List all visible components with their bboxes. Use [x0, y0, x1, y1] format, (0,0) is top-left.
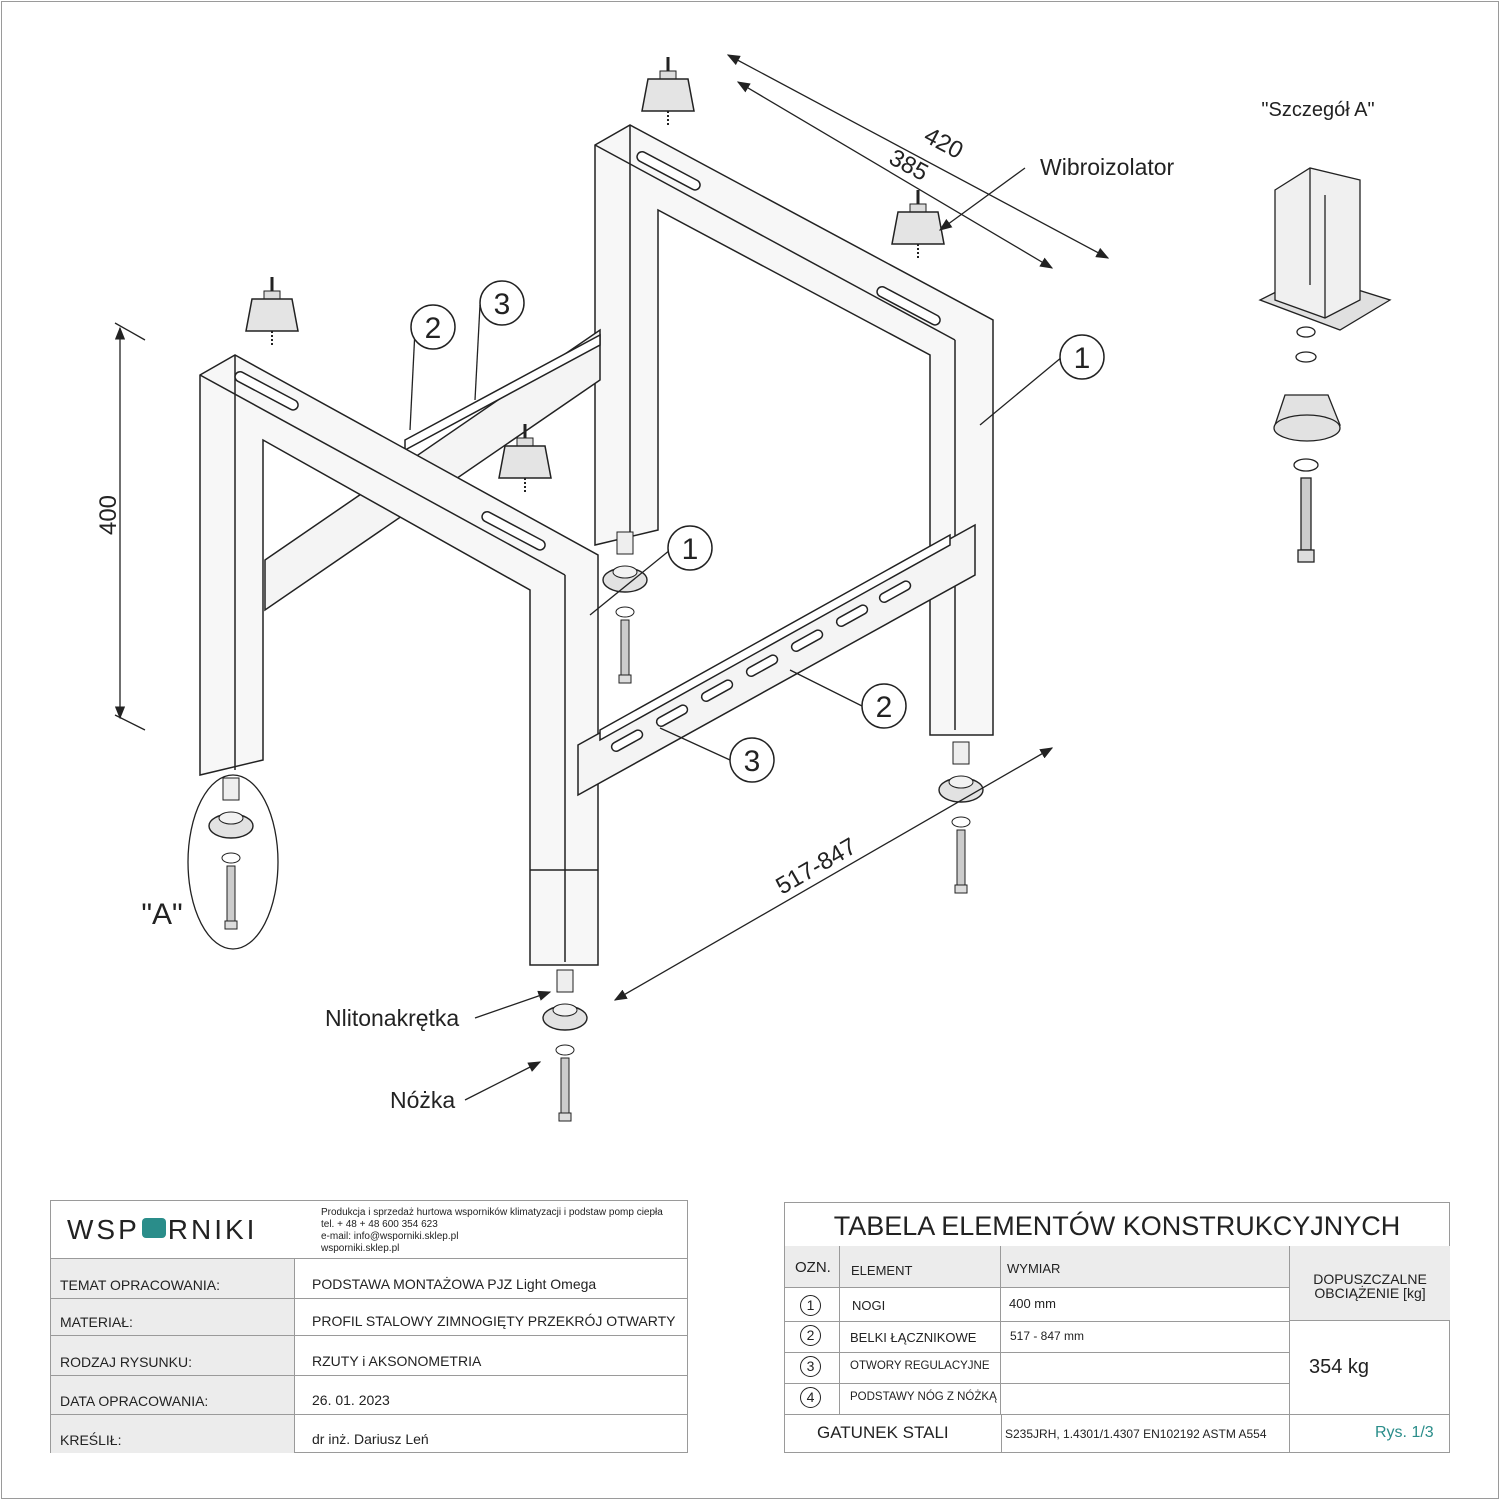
label-nozka: Nóżka	[390, 1087, 455, 1113]
label-detail-marker: "A"	[141, 898, 182, 931]
row-wymiar: 400 mm	[1009, 1296, 1056, 1311]
callout-3: 3	[494, 288, 511, 321]
callouts	[410, 280, 1105, 783]
contact-phone: tel. + 48 + 48 600 354 623	[321, 1219, 438, 1230]
label-detail-title: "Szczegół A"	[1261, 99, 1374, 121]
table-row: 1	[800, 1295, 821, 1316]
callout-3: 3	[744, 745, 761, 778]
company-contact: Produkcja i sprzedaż hurtowa wsporników …	[317, 1201, 663, 1258]
row-value: PROFIL STALOWY ZIMNOGIĘTY PRZEKRÓJ OTWAR…	[312, 1313, 676, 1329]
table-row: 2	[800, 1325, 821, 1346]
elements-table: TABELA ELEMENTÓW KONSTRUKCYJNYCH OZN. EL…	[784, 1202, 1450, 1453]
row-label: KREŚLIŁ:	[51, 1415, 295, 1453]
table-title: TABELA ELEMENTÓW KONSTRUKCYJNYCH	[785, 1203, 1449, 1247]
dimension-lines	[114, 54, 1110, 1101]
front-beam	[577, 523, 976, 797]
row-value: PODSTAWA MONTAŻOWA PJZ Light Omega	[312, 1276, 597, 1292]
callout-1: 1	[1074, 342, 1091, 375]
callout-2: 2	[876, 691, 893, 724]
row-label: TEMAT OPRACOWANIA:	[51, 1259, 295, 1298]
title-row-topic: TEMAT OPRACOWANIA: PODSTAWA MONTAŻOWA PJZ…	[51, 1259, 687, 1299]
row-value: 26. 01. 2023	[312, 1392, 390, 1408]
row-value: RZUTY i AKSONOMETRIA	[312, 1353, 482, 1369]
detail-a-ellipse	[187, 774, 279, 950]
title-row-drawing-type: RODZAJ RYSUNKU: RZUTY i AKSONOMETRIA	[51, 1336, 687, 1376]
label-wibroizolator: Wibroizolator	[1040, 154, 1175, 180]
row-element: PODSTAWY NÓG Z NÓŻKĄ	[850, 1391, 997, 1403]
row-label: DATA OPRACOWANIA:	[51, 1376, 295, 1414]
row-element: NOGI	[852, 1298, 886, 1313]
contact-website: wsporniki.sklep.pl	[321, 1243, 400, 1254]
row-element: BELKI ŁĄCZNIKOWE	[850, 1330, 977, 1345]
row-wymiar: 517 - 847 mm	[1010, 1329, 1085, 1343]
table-row: 4	[800, 1387, 821, 1408]
title-row-date: DATA OPRACOWANIA: 26. 01. 2023	[51, 1376, 687, 1415]
steel-label: GATUNEK STALI	[817, 1423, 949, 1442]
dim-height: 400	[95, 495, 122, 535]
ozn-circle: 1	[800, 1295, 821, 1316]
title-row-material: MATERIAŁ: PROFIL STALOWY ZIMNOGIĘTY PRZEK…	[51, 1299, 687, 1336]
header-element: ELEMENT	[851, 1263, 913, 1278]
contact-line: Produkcja i sprzedaż hurtowa wsporników …	[321, 1207, 663, 1218]
load-value: 354 kg	[1309, 1356, 1370, 1378]
table-row: 3	[800, 1356, 821, 1377]
title-row-author: KREŚLIŁ: dr inż. Dariusz Leń	[51, 1415, 687, 1453]
callout-2: 2	[425, 312, 442, 345]
ozn-circle: 4	[800, 1387, 821, 1408]
dim-outer-width: 420	[920, 122, 968, 165]
contact-email: e-mail: info@wsporniki.sklep.pl	[321, 1231, 459, 1242]
row-label: MATERIAŁ:	[51, 1299, 295, 1335]
callout-1: 1	[682, 533, 699, 566]
label-nlitonakretka: Nlitonakrętka	[325, 1005, 459, 1031]
front-frame	[199, 354, 599, 966]
detail-a	[1258, 167, 1392, 563]
header-wymiar: WYMIAR	[1007, 1261, 1061, 1276]
ozn-circle: 2	[800, 1325, 821, 1346]
sheet-number: Rys. 1/3	[1375, 1424, 1434, 1441]
row-element: OTWORY REGULACYJNE	[850, 1360, 990, 1372]
axonometric-drawing: 1 1 2 2 3 3 400 420 385 517-847 Wibroizo…	[95, 54, 1392, 1122]
header-load: DOPUSZCZALNE OBCIĄŻENIE [kg]	[1289, 1246, 1450, 1321]
dim-inner-width: 385	[885, 144, 933, 187]
header-ozn: OZN.	[795, 1259, 831, 1276]
steel-value: S235JRH, 1.4301/1.4307 EN102192 ASTM A55…	[1005, 1427, 1267, 1441]
row-label: RODZAJ RYSUNKU:	[51, 1336, 295, 1375]
row-value: dr inż. Dariusz Leń	[312, 1431, 429, 1447]
ozn-circle: 3	[800, 1356, 821, 1377]
